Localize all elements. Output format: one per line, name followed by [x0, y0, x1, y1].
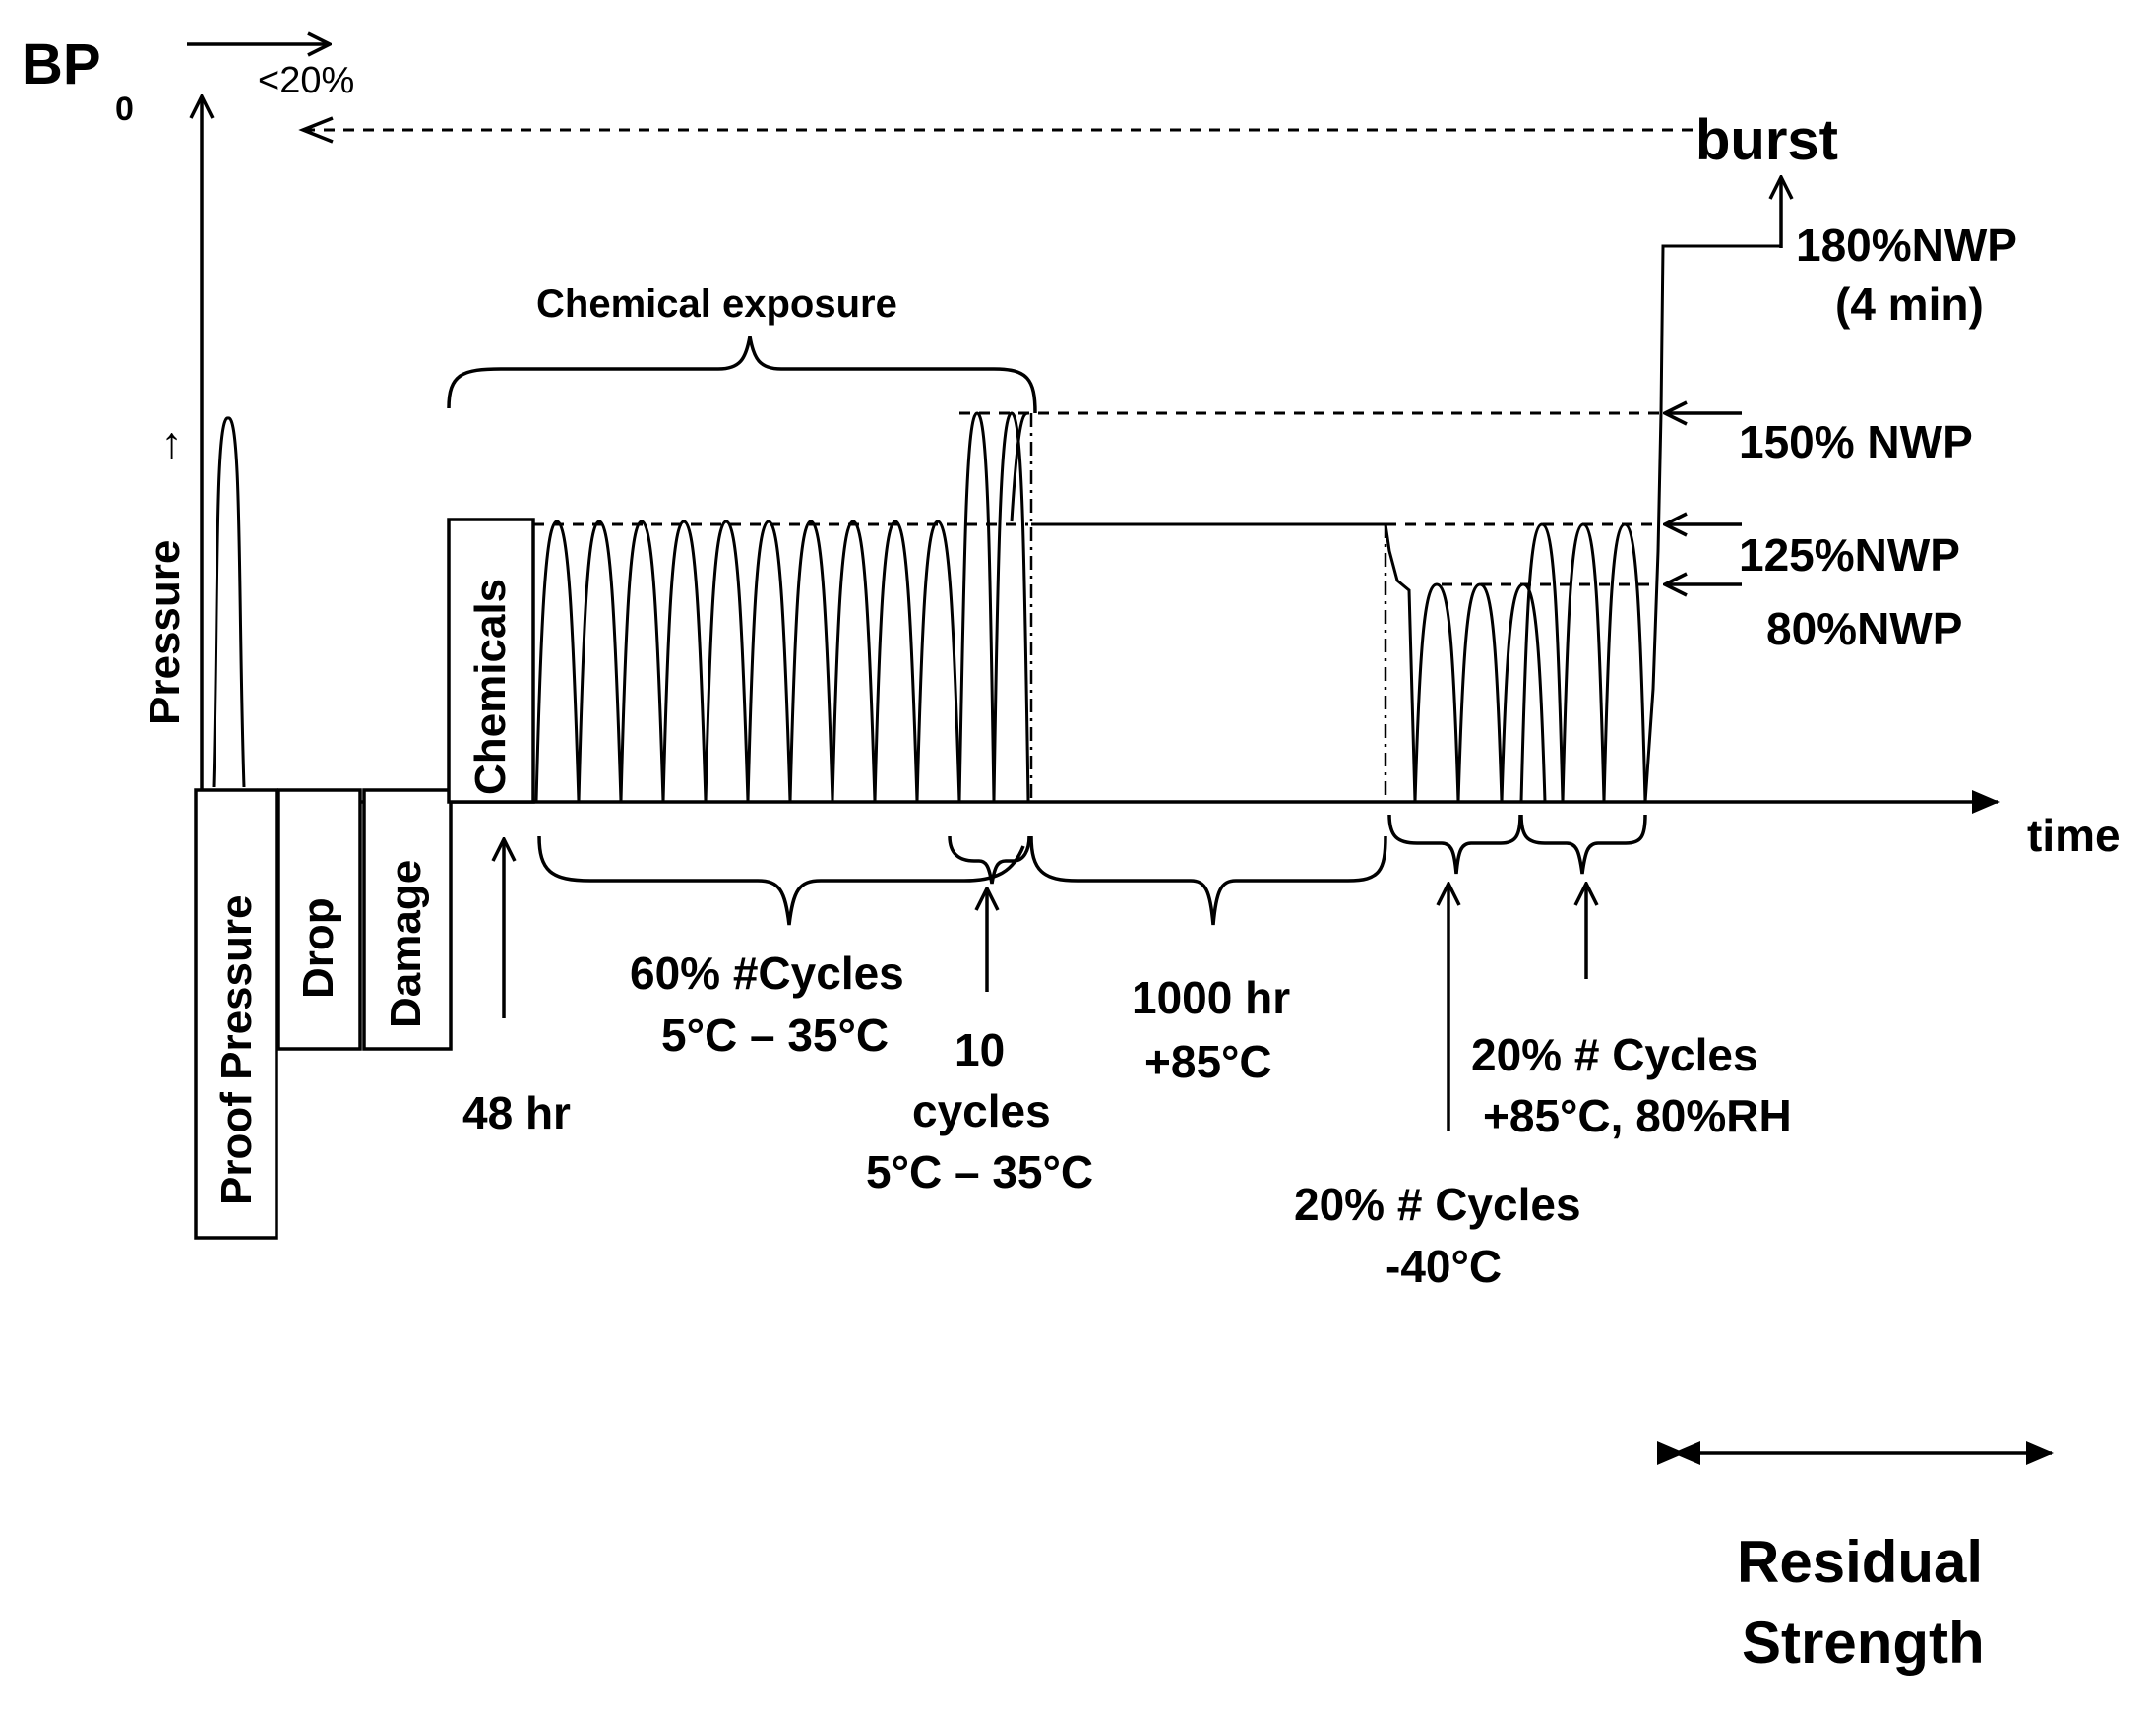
cycles-cold-waveform	[1413, 582, 1547, 803]
burst-return-arrowhead	[298, 116, 334, 144]
nwp125-label: 125%NWP	[1739, 529, 1960, 581]
burst-ramp-line	[1643, 187, 1783, 803]
cycles-60-waveform	[534, 520, 961, 803]
chemicals-label: Chemicals	[466, 579, 515, 795]
nwp150-label: 150% NWP	[1739, 416, 1973, 467]
hr1000-label-1: 1000 hr	[1132, 972, 1290, 1023]
cycles60-label-1: 60% #Cycles	[630, 948, 904, 999]
brace-10-cycles	[948, 835, 1031, 885]
cycles-hot-waveform	[1519, 522, 1647, 803]
chemical-exposure-brace	[447, 336, 1037, 414]
drop-label: Drop	[294, 897, 342, 999]
bp-subscript: 0	[115, 91, 134, 128]
cycles-10-waveform	[957, 411, 1030, 803]
nwp180-time-label: (4 min)	[1835, 278, 1984, 330]
brace-60-cycles	[537, 835, 1025, 926]
nwp180-label: 180%NWP	[1796, 219, 2017, 271]
brace-cold-cycles	[1387, 814, 1522, 875]
cycles-10-tail	[1010, 411, 1029, 522]
time-label: time	[2027, 810, 2121, 861]
cold-cycles-label-2: -40°C	[1386, 1241, 1502, 1292]
damage-box	[362, 788, 453, 1051]
chemicals-box	[447, 518, 535, 804]
cold-cycles-label-1: 20% # Cycles	[1294, 1179, 1581, 1230]
nwp80-label: 80%NWP	[1766, 603, 1962, 654]
pressure-label: Pressure	[141, 540, 189, 725]
drop-box	[277, 788, 362, 1051]
bp-label: BP	[22, 32, 101, 96]
proof-pressure-spike	[212, 416, 246, 788]
proof-pressure-box	[194, 788, 278, 1240]
hot-cycles-label-2: +85°C, 80%RH	[1483, 1090, 1792, 1141]
residual-label-2: Strength	[1742, 1610, 1985, 1676]
ten-cycles-label-3: 5°C – 35°C	[866, 1146, 1093, 1197]
pressure-direction-arrow: →	[141, 424, 189, 467]
cycles60-label-2: 5°C – 35°C	[661, 1009, 889, 1061]
brace-hot-cycles	[1519, 814, 1647, 875]
lt20-label: <20%	[258, 60, 354, 101]
ten-cycles-label-2: cycles	[912, 1085, 1051, 1136]
hr48-label: 48 hr	[462, 1087, 571, 1138]
hot-cycles-label-1: 20% # Cycles	[1471, 1029, 1758, 1080]
ten-cycles-label-1: 10	[955, 1024, 1005, 1075]
damage-label: Damage	[382, 860, 430, 1028]
brace-1000-hr	[1029, 835, 1387, 926]
residual-arrowhead-left	[1673, 1441, 1700, 1465]
residual-label-1: Residual	[1737, 1529, 1983, 1595]
proof-pressure-label: Proof Pressure	[213, 895, 261, 1205]
chemical-exposure-label: Chemical exposure	[536, 282, 897, 326]
burst-label: burst	[1695, 108, 1838, 172]
hr1000-label-2: +85°C	[1144, 1036, 1272, 1087]
hold-1000hr-line	[1031, 522, 1417, 803]
